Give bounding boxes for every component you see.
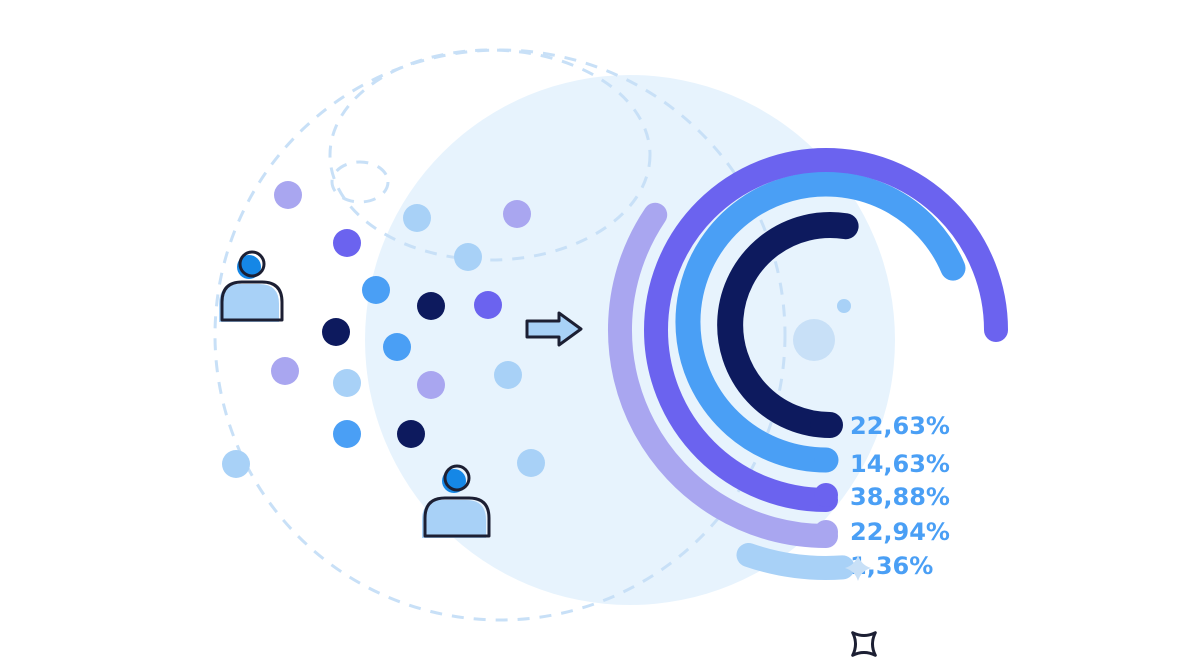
data-point — [397, 420, 425, 448]
data-point — [417, 371, 445, 399]
data-point — [333, 229, 361, 257]
ring-bar-2 — [644, 148, 1008, 512]
data-point — [271, 357, 299, 385]
decor-dot — [793, 319, 835, 361]
percentage-label: 22,94% — [850, 518, 950, 546]
percentage-label: 38,88% — [850, 483, 950, 511]
data-point — [517, 449, 545, 477]
percentage-label: 22,63% — [850, 412, 950, 440]
data-point — [383, 333, 411, 361]
data-points — [222, 181, 545, 478]
ring-bar-0 — [717, 212, 859, 438]
percentage-labels: 22,63% 14,63% 38,88% 22,94% 1,36% — [850, 412, 950, 580]
sparkle-icon — [851, 631, 877, 657]
radial-chart — [608, 148, 1008, 580]
ring-bar-4 — [736, 543, 855, 580]
data-point — [454, 243, 482, 271]
arrow-right-icon — [525, 311, 583, 347]
decor-dot — [837, 299, 851, 313]
ring-bar-3 — [608, 202, 838, 548]
dashed-circle-small — [330, 160, 390, 204]
sparkle-icon — [845, 555, 871, 581]
data-point — [333, 420, 361, 448]
data-point — [274, 181, 302, 209]
dashed-circle-top — [328, 48, 652, 262]
user-icon — [422, 464, 491, 538]
percentage-label: 14,63% — [850, 450, 950, 478]
data-point — [322, 318, 350, 346]
data-point — [222, 450, 250, 478]
data-point — [417, 292, 445, 320]
data-point — [474, 291, 502, 319]
dashed-circles — [213, 48, 787, 622]
data-point — [403, 204, 431, 232]
data-point — [333, 369, 361, 397]
ring-bar-1 — [675, 171, 966, 473]
data-point — [362, 276, 390, 304]
user-icon — [219, 250, 284, 322]
data-point — [494, 361, 522, 389]
data-point — [503, 200, 531, 228]
